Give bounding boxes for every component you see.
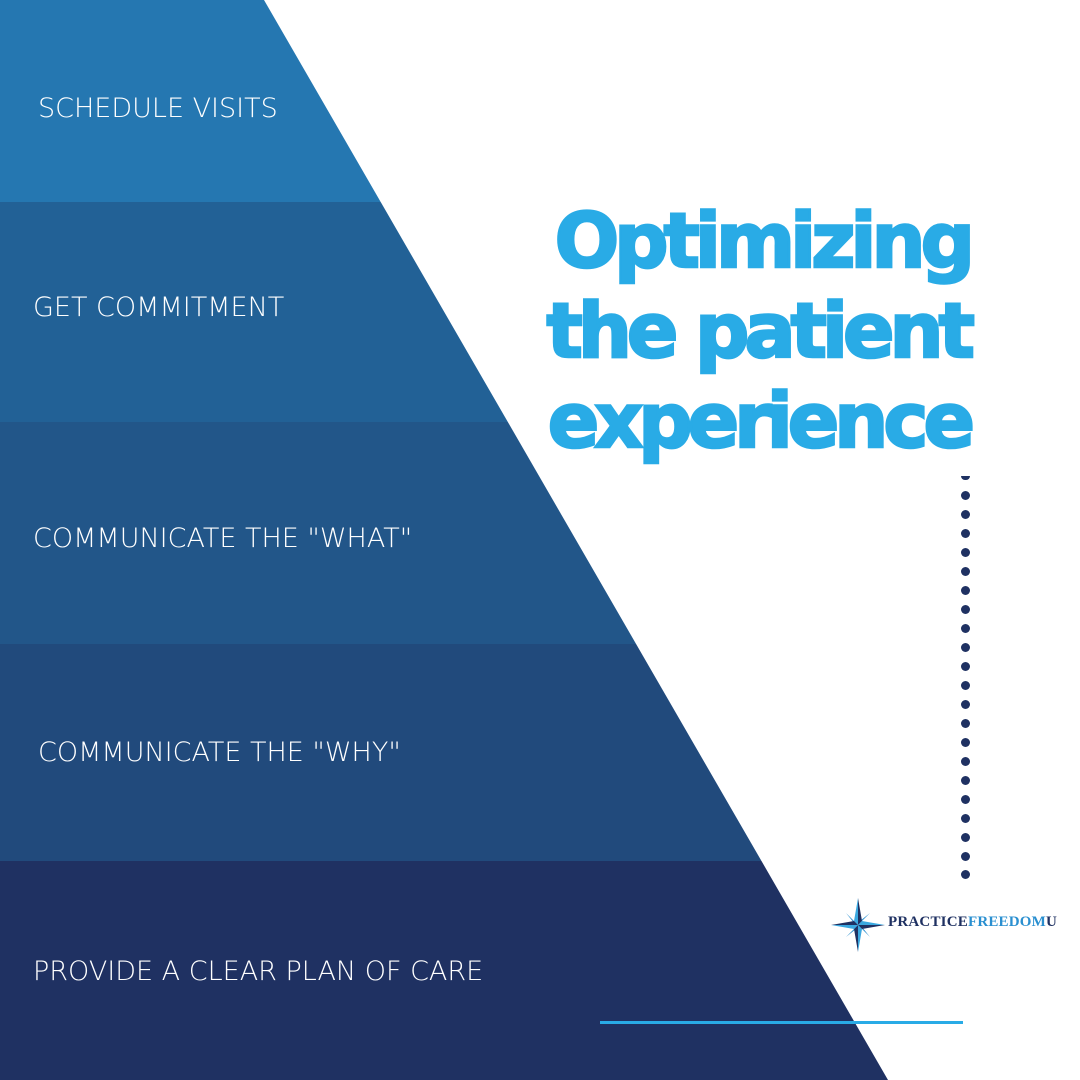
title-line-1: Optimizing (553, 195, 976, 287)
dot (961, 757, 970, 766)
accent-line (600, 1021, 963, 1024)
dot (961, 719, 970, 728)
dot (961, 738, 970, 747)
band-label-plan-of-care: PROVIDE A CLEAR PLAN OF CARE (33, 956, 484, 987)
pyramid-band-1: SCHEDULE VISITS (0, 0, 888, 202)
dot (961, 567, 970, 576)
band-label-communicate-why: COMMUNICATE THE "WHY" (38, 737, 401, 768)
band-label-schedule-visits: SCHEDULE VISITS (38, 93, 278, 124)
dot (961, 814, 970, 823)
dot (961, 870, 970, 879)
dot (961, 681, 970, 690)
dot (961, 833, 970, 842)
dot (961, 852, 970, 861)
brand-name-u: U (1046, 914, 1058, 930)
dot (961, 776, 970, 785)
page-title: Optimizing the patient experience (545, 195, 976, 467)
dot (961, 643, 970, 652)
brand-logo: PRACTICEFREEDOMU (830, 897, 1070, 953)
band-label-communicate-what: COMMUNICATE THE "WHAT" (33, 523, 413, 554)
brand-name: PRACTICEFREEDOMU (888, 915, 1057, 930)
dot (961, 662, 970, 671)
brand-name-practice: PRACTICE (888, 914, 968, 930)
title-line-2: the patient (545, 285, 976, 377)
dot (961, 586, 970, 595)
dot (961, 491, 970, 500)
dot (961, 605, 970, 614)
dot (961, 795, 970, 804)
dot (961, 700, 970, 709)
dot (961, 548, 970, 557)
dot (961, 510, 970, 519)
dot (961, 476, 970, 480)
brand-name-freedom: FREEDOM (967, 914, 1047, 930)
band-label-get-commitment: GET COMMITMENT (33, 292, 285, 323)
dot (961, 624, 970, 633)
compass-star-icon (831, 898, 885, 952)
dot (961, 529, 970, 538)
pyramid-band-4: COMMUNICATE THE "WHY" (0, 644, 888, 861)
pyramid-band-5: PROVIDE A CLEAR PLAN OF CARE (0, 861, 888, 1080)
dotted-divider (961, 472, 971, 882)
title-line-3: experience (546, 375, 976, 467)
